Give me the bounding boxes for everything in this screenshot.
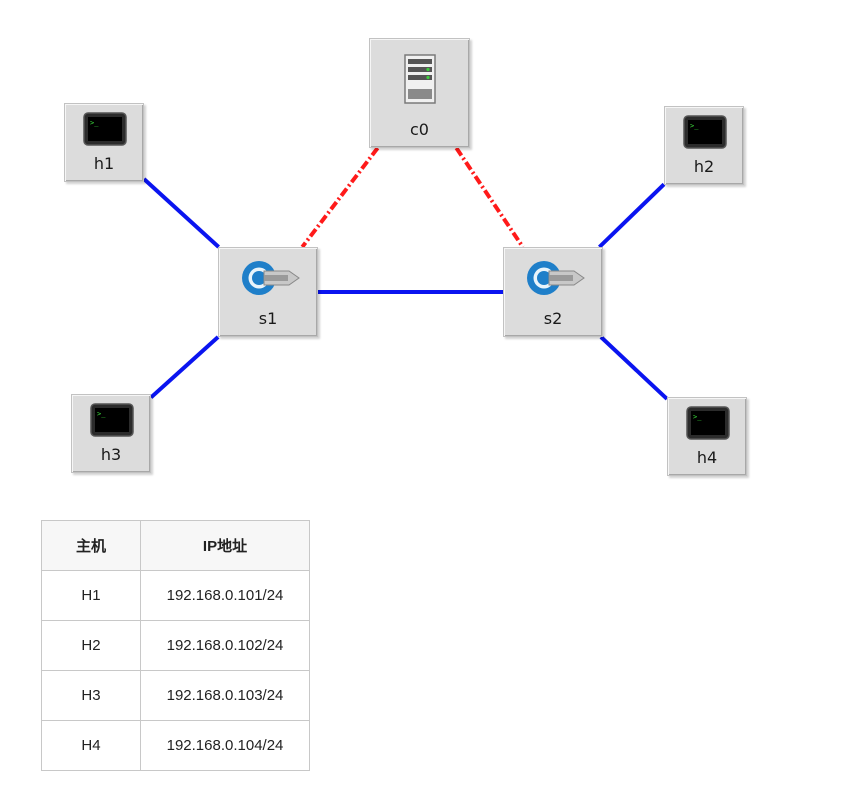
cell-host: H2	[41, 620, 141, 671]
node-label-h3: h3	[100, 445, 122, 464]
node-label-s1: s1	[258, 309, 278, 328]
cell-host: H1	[41, 570, 141, 621]
node-label-s2: s2	[543, 309, 563, 328]
link-c0-s2	[454, 146, 525, 249]
node-h3[interactable]: >_ h3	[71, 394, 151, 473]
node-s1[interactable]: s1	[218, 247, 318, 337]
terminal-icon: >_	[90, 403, 134, 437]
link-h1-s1	[142, 177, 220, 249]
table-header-row: 主机 IP地址	[41, 520, 310, 571]
link-h4-s2	[599, 335, 669, 401]
node-h4[interactable]: >_ h4	[667, 397, 747, 476]
node-label-h1: h1	[93, 154, 115, 173]
table-row: H2 192.168.0.102/24	[41, 620, 310, 671]
node-c0[interactable]: c0	[369, 38, 470, 148]
node-h2[interactable]: >_ h2	[664, 106, 744, 185]
terminal-icon: >_	[686, 406, 730, 440]
cell-ip: 192.168.0.101/24	[140, 570, 310, 621]
node-h1[interactable]: >_ h1	[64, 103, 144, 182]
terminal-icon: >_	[683, 115, 727, 149]
link-h2-s2	[597, 182, 666, 249]
node-label-h4: h4	[696, 448, 718, 467]
link-c0-s1	[300, 146, 380, 249]
table-row: H1 192.168.0.101/24	[41, 570, 310, 621]
cell-ip: 192.168.0.104/24	[140, 720, 310, 771]
link-h3-s1	[149, 335, 220, 399]
terminal-icon: >_	[83, 112, 127, 146]
svg-text:>_: >_	[97, 410, 106, 418]
cell-host: H4	[41, 720, 141, 771]
table-row: H3 192.168.0.103/24	[41, 670, 310, 721]
cell-host: H3	[41, 670, 141, 721]
switch-icon	[527, 261, 585, 295]
header-host: 主机	[41, 520, 141, 571]
svg-text:>_: >_	[690, 122, 699, 130]
header-ip: IP地址	[140, 520, 310, 571]
svg-text:>_: >_	[693, 413, 702, 421]
svg-text:>_: >_	[90, 119, 99, 127]
network-topology: c0 s1 s2 >_ h1	[64, 38, 747, 476]
cell-ip: 192.168.0.102/24	[140, 620, 310, 671]
node-s2[interactable]: s2	[503, 247, 603, 337]
server-icon	[404, 54, 436, 104]
host-ip-table: 主机 IP地址 H1 192.168.0.101/24 H2 192.168.0…	[41, 520, 310, 771]
node-label-c0: c0	[410, 120, 429, 139]
table-row: H4 192.168.0.104/24	[41, 720, 310, 771]
node-label-h2: h2	[693, 157, 715, 176]
switch-icon	[242, 261, 300, 295]
topology-links	[142, 146, 669, 401]
cell-ip: 192.168.0.103/24	[140, 670, 310, 721]
